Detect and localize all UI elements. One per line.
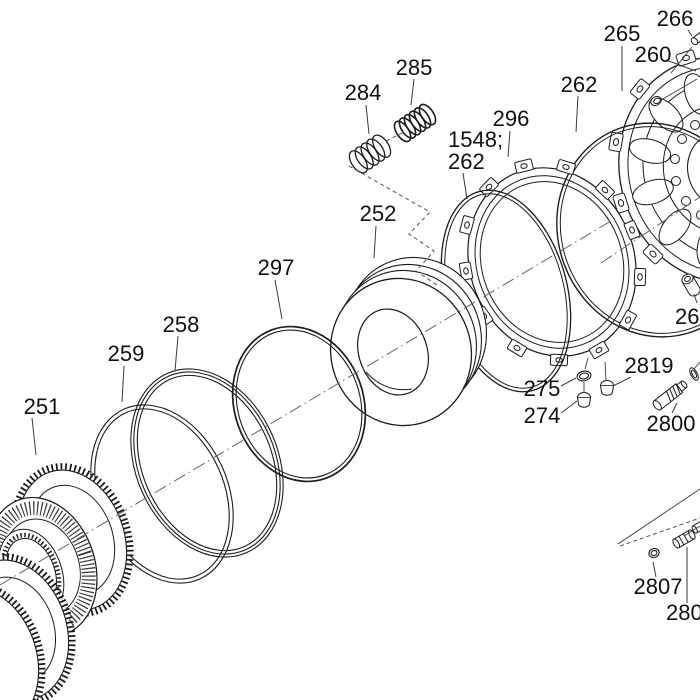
label-280-cut: 280 xyxy=(666,600,700,625)
part-274-plug xyxy=(576,392,592,408)
label-259: 259 xyxy=(108,341,145,366)
label-274: 274 xyxy=(524,403,561,428)
part-26-plug xyxy=(681,273,700,297)
part-284-spring xyxy=(348,134,392,174)
label-252: 252 xyxy=(360,201,397,226)
label-260: 260 xyxy=(635,42,672,67)
label-266: 266 xyxy=(657,6,694,31)
part-2807-oring xyxy=(648,547,660,559)
part-266-bolt xyxy=(690,29,700,46)
lug xyxy=(633,267,647,287)
part-275-oring xyxy=(576,370,592,382)
leader-lines xyxy=(31,29,698,603)
lug xyxy=(595,180,615,200)
part-258-ring xyxy=(130,368,284,558)
lug xyxy=(514,158,534,174)
label-251: 251 xyxy=(24,394,61,419)
label-297: 297 xyxy=(258,255,295,280)
lug xyxy=(623,220,641,240)
part-280-pin xyxy=(672,529,696,549)
label-2800: 2800 xyxy=(647,411,696,436)
label-2807: 2807 xyxy=(634,574,683,599)
part-297-oring xyxy=(231,325,367,483)
lug xyxy=(556,159,576,175)
label-26-cut: 26 xyxy=(675,304,699,329)
part-2800-washer xyxy=(689,367,699,381)
label-275: 275 xyxy=(524,376,561,401)
part-260-flange-hub xyxy=(608,49,700,284)
flange-bolt-holes xyxy=(670,120,700,220)
flange-lug xyxy=(608,49,697,265)
part-262-gasket-right xyxy=(556,122,700,338)
label-258: 258 xyxy=(163,312,200,337)
part-252-piston xyxy=(329,256,488,427)
label-2819: 2819 xyxy=(625,353,674,378)
lug xyxy=(506,338,528,358)
label-284: 284 xyxy=(345,80,382,105)
flange-oval-slots xyxy=(628,73,700,269)
label-296: 296 xyxy=(493,106,530,131)
label-262-right: 262 xyxy=(561,72,598,97)
part-2800-stud xyxy=(652,380,688,411)
label-1548-line2: 262 xyxy=(448,149,485,174)
part-251-clutch-pack xyxy=(0,463,134,700)
spring-position-dashes xyxy=(348,132,438,286)
label-285: 285 xyxy=(396,55,433,80)
explosion-lines xyxy=(583,46,700,547)
lug xyxy=(458,261,474,281)
part-labels: 284 285 1548; 262 296 262 265 266 260 25… xyxy=(24,6,700,625)
lug xyxy=(588,341,610,359)
label-265: 265 xyxy=(604,21,641,46)
centerline-axis xyxy=(0,196,700,586)
part-2819-plug xyxy=(599,380,615,396)
clutch-disc-toothed xyxy=(0,581,46,700)
part-265-cap xyxy=(650,96,662,106)
lug xyxy=(459,215,475,235)
lug xyxy=(619,309,637,331)
part-285-spring xyxy=(393,103,437,143)
label-1548-line1: 1548; xyxy=(448,127,503,152)
